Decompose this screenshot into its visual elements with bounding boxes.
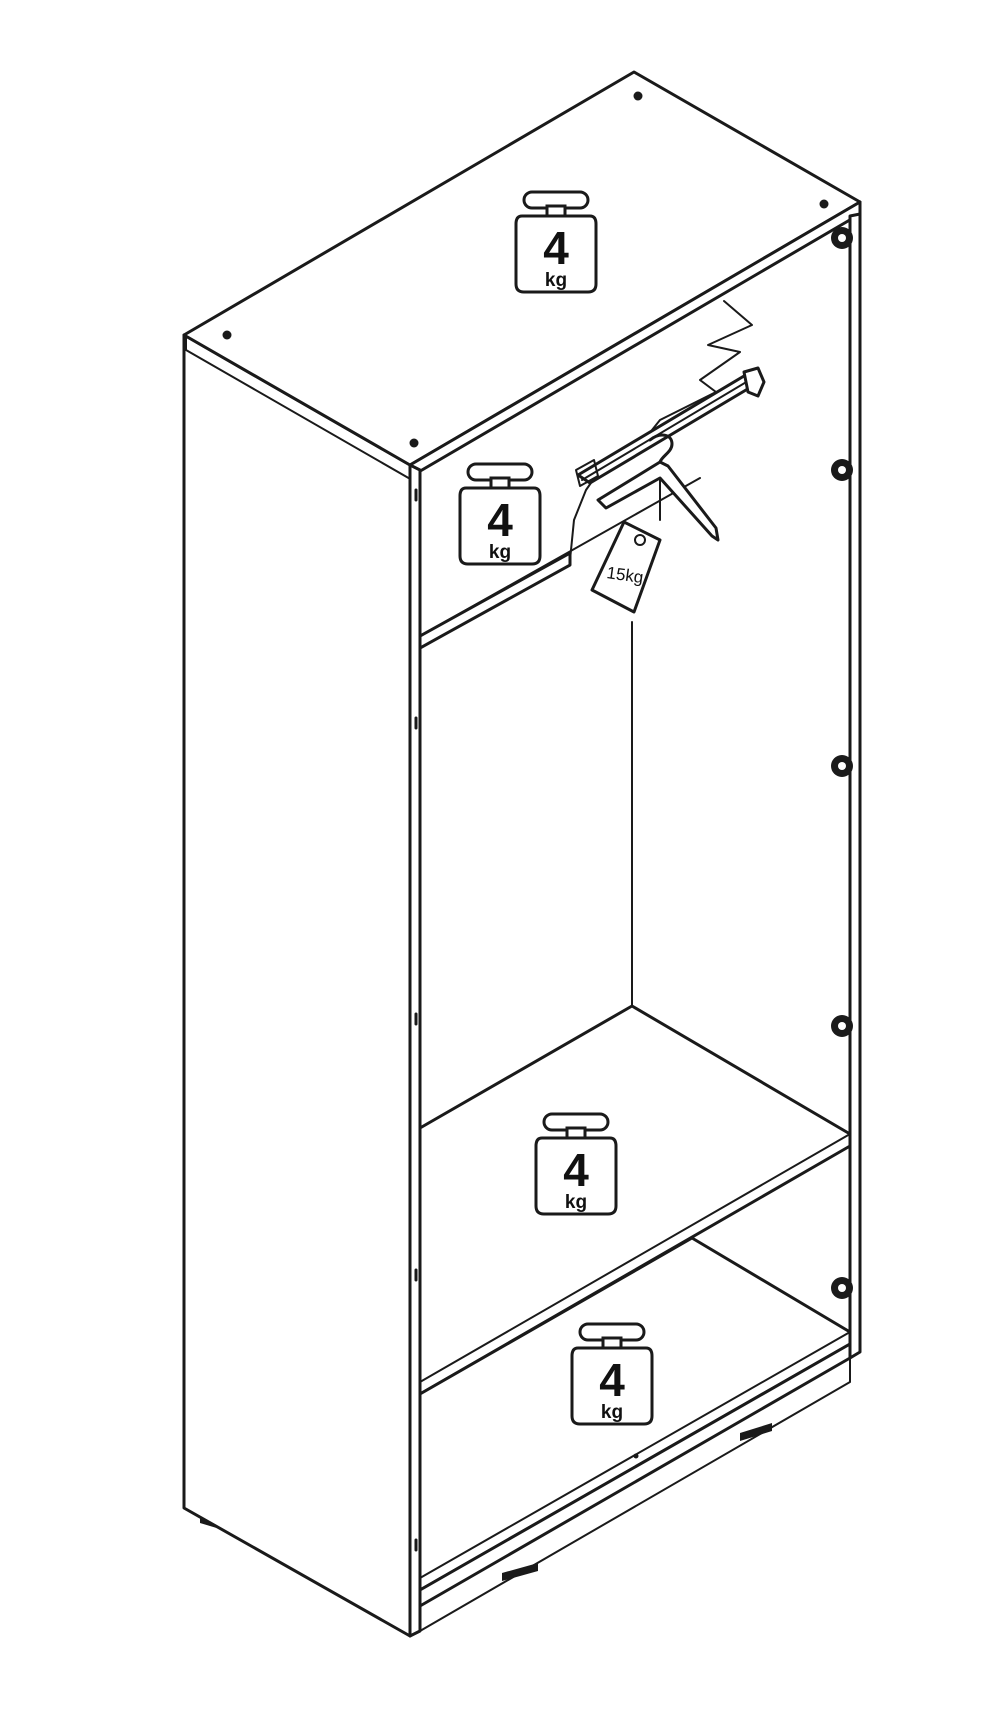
weight-value: 4 [563, 1144, 589, 1196]
rail-load-tag: 15kg [590, 520, 662, 614]
hanging-rail [575, 366, 766, 487]
coat-hanger-icon [596, 433, 720, 542]
upper-shelf [418, 551, 572, 650]
top-panel-screw-holes [222, 91, 829, 448]
weight-icon: 4kg [534, 1112, 618, 1216]
hinge-icon [831, 459, 853, 481]
weight-icon: 4kg [570, 1322, 654, 1426]
left-side-panel [182, 333, 412, 1638]
weight-unit: kg [489, 542, 511, 563]
front-right-edge [848, 212, 862, 1360]
weight-unit: kg [601, 1402, 623, 1423]
weight-value: 4 [487, 494, 513, 546]
weight-icon: 4kg [514, 190, 598, 294]
weight-unit: kg [545, 270, 567, 291]
hinge-icon [831, 1277, 853, 1299]
hinge-icon [831, 755, 853, 777]
hinge-mounts [831, 227, 853, 1299]
weight-icon: 4kg [458, 462, 542, 566]
cutaway-edge [569, 300, 753, 561]
weight-value: 4 [599, 1354, 625, 1406]
weight-unit: kg [565, 1192, 587, 1213]
hinge-icon [831, 1015, 853, 1037]
rail-load-tag-text: 15kg [605, 563, 644, 587]
weight-value: 4 [543, 222, 569, 274]
hinge-icon [831, 227, 853, 249]
